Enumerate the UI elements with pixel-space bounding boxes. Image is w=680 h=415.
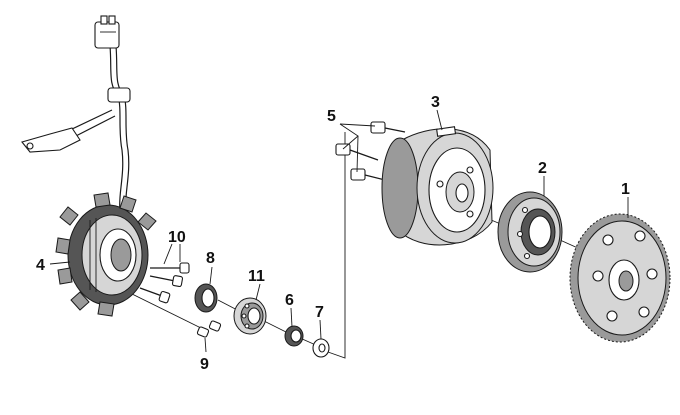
- rotor-flywheel-icon: [381, 126, 494, 246]
- bolt-icon: [335, 121, 406, 181]
- callout-4: 4: [36, 257, 45, 274]
- callout-10: 10: [168, 229, 186, 246]
- dowel-pin-icon: [196, 320, 222, 338]
- callout-1: 1: [621, 181, 630, 198]
- callout-5: 5: [327, 108, 336, 125]
- callout-leaders: [49, 109, 629, 353]
- washer-icon: [312, 338, 330, 358]
- starter-clutch-icon: [497, 191, 563, 273]
- callout-8: 8: [206, 250, 215, 267]
- callout-6: 6: [285, 292, 294, 309]
- bearing-icon: [233, 297, 267, 335]
- callout-11: 11: [248, 268, 265, 285]
- callout-7: 7: [315, 304, 324, 321]
- callout-9: 9: [200, 356, 209, 373]
- oil-seal-icon: [194, 283, 218, 313]
- callout-3: 3: [431, 94, 440, 111]
- screw-icon: [139, 262, 190, 304]
- stator-coil-icon: [21, 15, 157, 317]
- flywheel-ring-gear-icon: [569, 213, 671, 343]
- collar-icon: [284, 325, 304, 347]
- callout-2: 2: [538, 160, 547, 177]
- callout-labels: 1 2 3 4 5 6 7 8 9 10 11: [36, 94, 630, 373]
